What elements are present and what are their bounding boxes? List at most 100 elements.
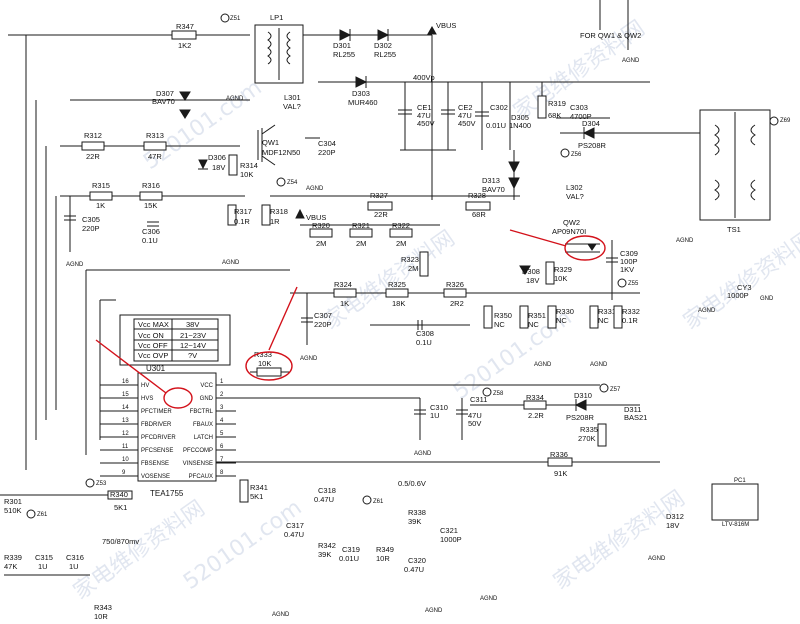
arrow-r333 bbox=[268, 286, 298, 351]
c302-ref: C302 bbox=[490, 103, 508, 112]
ic-pin-name: FBDRIVER bbox=[141, 422, 172, 428]
vbus-arrow-icon bbox=[427, 25, 437, 35]
agnd-lp1: AGND bbox=[226, 96, 244, 102]
resistor-r330 bbox=[547, 305, 557, 329]
ic-pin-name: HV bbox=[141, 383, 149, 389]
d313-val: BAV70 bbox=[482, 185, 505, 194]
top-rail-section: R347 1K2 Z51 LP1 D301 RL255 D302 RL255 V… bbox=[8, 0, 791, 200]
test-point-z57 bbox=[482, 387, 492, 397]
r329-val: 10K bbox=[554, 274, 567, 283]
diode-d306 bbox=[198, 159, 208, 170]
arrow-hvs bbox=[95, 339, 167, 394]
ic-pin-number: 6 bbox=[220, 444, 224, 450]
test-point-z61 bbox=[26, 509, 36, 519]
ic-pin-number: 14 bbox=[122, 405, 129, 411]
r318-ref: R318 bbox=[270, 207, 288, 216]
diode-d307b bbox=[179, 109, 191, 119]
vcc-table-value: 12~14V bbox=[180, 341, 206, 350]
r334-ref: R334 bbox=[526, 393, 544, 402]
r331-val: NC bbox=[598, 316, 609, 325]
r321-val: 2M bbox=[356, 239, 366, 248]
z56-label: Z57 bbox=[610, 387, 621, 393]
highlight-qw2 bbox=[564, 235, 606, 261]
d308-ref: D308 bbox=[522, 267, 540, 276]
rail-voltage-label: 400Vp bbox=[413, 73, 435, 82]
r324-ref: R324 bbox=[334, 280, 352, 289]
c321-val: 1000P bbox=[440, 535, 462, 544]
z53-label: Z54 bbox=[287, 180, 298, 186]
r341-ref: R341 bbox=[250, 483, 268, 492]
c317-ref: C317 bbox=[286, 521, 304, 530]
agnd-c304: AGND bbox=[306, 186, 324, 192]
vcc-table-value: 21~23V bbox=[180, 331, 206, 340]
r338-val: 39K bbox=[408, 517, 421, 526]
watermark: 家电维修资料网 520101.com 家电维修资料网 520101.com 家电… bbox=[69, 16, 800, 605]
r315-ref: R315 bbox=[92, 181, 110, 190]
agnd-r317: AGND bbox=[222, 260, 240, 266]
c303-ref: C303 bbox=[570, 103, 588, 112]
c318-ref: C318 bbox=[318, 486, 336, 495]
resistor-r317 bbox=[227, 204, 237, 226]
r349-ref: R349 bbox=[376, 545, 394, 554]
vcc-supply-section: C310 1U C311 47U 50V AGND Z58 R334 2.2R … bbox=[216, 383, 660, 478]
r315-val: 1K bbox=[96, 201, 105, 210]
vbus-mid-arrow-icon bbox=[295, 208, 305, 219]
resistor-r324 bbox=[333, 288, 357, 298]
ce1-val: 47U bbox=[417, 111, 431, 120]
r324-val: 1K bbox=[340, 299, 349, 308]
gate-drive-section: R315 1K R316 15K C305 220P AGND C306 0.1… bbox=[60, 181, 288, 268]
c310-val: 1U bbox=[430, 411, 440, 420]
r314-ref: R314 bbox=[240, 161, 258, 170]
vcc-table-param: Vcc MAX bbox=[138, 320, 169, 329]
resistor-r313 bbox=[143, 141, 167, 151]
test-point-z51 bbox=[220, 13, 230, 23]
r330-val: NC bbox=[556, 316, 567, 325]
diode-d313 bbox=[508, 161, 520, 174]
d305-ref: D305 bbox=[511, 113, 529, 122]
resistor-r335 bbox=[597, 423, 607, 447]
d301-val: RL255 bbox=[333, 50, 355, 59]
resistor-r321 bbox=[349, 228, 373, 238]
r328-val: 68R bbox=[472, 210, 486, 219]
r351-ref: R351 bbox=[528, 311, 546, 320]
r325-ref: R325 bbox=[388, 280, 406, 289]
c306-ref: C306 bbox=[142, 227, 160, 236]
resistor-r328 bbox=[465, 201, 491, 211]
qw-note: FOR QW1 & QW2 bbox=[580, 31, 641, 40]
c311-val2: 50V bbox=[468, 419, 481, 428]
ce1-ref: CE1 bbox=[417, 103, 432, 112]
test-point-z54 bbox=[617, 278, 627, 288]
d311-val: BAS21 bbox=[624, 413, 647, 422]
r335-ref: R335 bbox=[580, 425, 598, 434]
red-annotations bbox=[95, 229, 606, 409]
r332-ref: R332 bbox=[622, 307, 640, 316]
ic-pin-name: LATCH bbox=[194, 435, 213, 441]
ic-pin-name: PFCCOMP bbox=[183, 448, 213, 454]
r343-ref: R343 bbox=[94, 603, 112, 612]
z69-label: Z69 bbox=[780, 118, 791, 124]
d304-val: PS208R bbox=[578, 141, 607, 150]
diode-d307 bbox=[179, 91, 191, 101]
highlight-hvs-pin bbox=[163, 387, 193, 409]
pc1-ref: PC1 bbox=[734, 478, 746, 484]
r339-ref: R339 bbox=[4, 553, 22, 562]
r326-ref: R326 bbox=[446, 280, 464, 289]
vcc-table-param: Vcc OFF bbox=[138, 341, 168, 350]
ic-pin-number: 9 bbox=[122, 470, 126, 476]
r316-ref: R316 bbox=[142, 181, 160, 190]
r320-ref: R320 bbox=[312, 221, 330, 230]
ic-pin-number: 1 bbox=[220, 379, 224, 385]
resistor-r336 bbox=[547, 457, 573, 467]
z51-label: Z51 bbox=[230, 16, 241, 22]
c317-val: 0.47U bbox=[284, 530, 304, 539]
agnd-c321: AGND bbox=[480, 596, 498, 602]
d307-ref: D307 bbox=[156, 89, 174, 98]
agnd-top-right: AGND bbox=[622, 58, 640, 64]
vbus-mid-label: VBUS bbox=[306, 213, 326, 222]
c302-val: 0.01U bbox=[486, 121, 506, 130]
diode-d301 bbox=[339, 29, 352, 41]
resistor-r350 bbox=[483, 305, 493, 329]
watermark-text: 家电维修资料网 bbox=[679, 226, 800, 335]
resistor-r329 bbox=[545, 261, 555, 285]
